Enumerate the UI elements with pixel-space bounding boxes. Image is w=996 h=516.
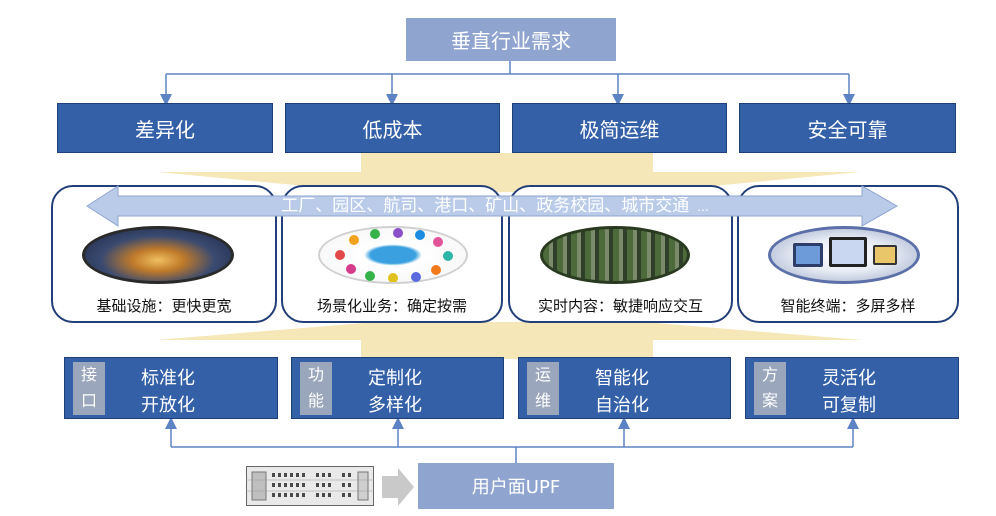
requirement-label: 极简运维 bbox=[579, 117, 660, 142]
requirement-differentiation: 差异化 bbox=[57, 103, 273, 153]
scenario-caption: 实时内容：敏捷响应交互 bbox=[537, 297, 703, 315]
devices-illustration bbox=[793, 237, 897, 267]
industries-banner-label: 工厂、园区、航司、港口、矿山、政务校园、城市交通... bbox=[215, 194, 775, 218]
capability-tag: 方 案 bbox=[754, 362, 786, 415]
requirement-simple-ops: 极简运维 bbox=[512, 103, 727, 153]
capability-tag-char: 功 bbox=[307, 365, 324, 384]
scenario-caption: 智能终端：多屏多样 bbox=[780, 297, 916, 315]
top-tree-lines bbox=[160, 61, 855, 106]
requirement-low-cost: 低成本 bbox=[285, 103, 500, 153]
capability-tag-char: 案 bbox=[761, 391, 778, 410]
app-icons-ring bbox=[335, 228, 453, 283]
capability-line: 多样化 bbox=[368, 395, 422, 416]
capability-tag: 接 口 bbox=[73, 362, 105, 415]
capability-tag-char: 口 bbox=[80, 391, 97, 410]
requirement-label: 差异化 bbox=[135, 117, 195, 142]
capability-tag-char: 运 bbox=[534, 365, 551, 384]
scenario-caption: 场景化业务：确定按需 bbox=[316, 297, 467, 315]
capability-tag-char: 能 bbox=[307, 391, 324, 410]
capability-line: 自治化 bbox=[595, 395, 649, 416]
user-plane-upf-box: 用户面UPF bbox=[418, 463, 614, 509]
video-wall-photo bbox=[540, 226, 690, 284]
requirement-label: 安全可靠 bbox=[807, 117, 888, 142]
industries-banner-text: 工厂、园区、航司、港口、矿山、政务校园、城市交通 bbox=[281, 196, 690, 216]
scenario-caption: 基础设施：更快更宽 bbox=[96, 297, 232, 315]
devices-photo bbox=[768, 226, 920, 284]
requirement-security: 安全可靠 bbox=[739, 103, 956, 153]
capability-interface: 接 口 标准化 开放化 bbox=[64, 357, 278, 419]
device-arrow bbox=[382, 468, 414, 506]
capability-line: 灵活化 bbox=[822, 368, 876, 389]
vertical-industry-demand-box: 垂直行业需求 bbox=[406, 18, 616, 61]
capability-line: 智能化 bbox=[595, 368, 649, 389]
lower-funnel bbox=[156, 322, 862, 340]
capability-tag-char: 接 bbox=[80, 365, 97, 384]
user-plane-upf-label: 用户面UPF bbox=[471, 477, 561, 498]
city-night-photo bbox=[82, 226, 234, 284]
capability-tag: 运 维 bbox=[527, 362, 559, 415]
vertical-industry-demand-label: 垂直行业需求 bbox=[451, 29, 571, 53]
capability-tag-char: 方 bbox=[761, 365, 778, 384]
bottom-tree-lines bbox=[165, 417, 859, 463]
app-icons-ring-photo bbox=[318, 226, 468, 284]
capability-tag-char: 维 bbox=[534, 391, 551, 410]
capability-line: 开放化 bbox=[141, 395, 195, 416]
capability-operations: 运 维 智能化 自治化 bbox=[518, 357, 731, 419]
server-chassis-icon bbox=[246, 466, 374, 506]
capability-line: 标准化 bbox=[141, 368, 195, 389]
capability-line: 定制化 bbox=[368, 368, 422, 389]
capability-function: 功 能 定制化 多样化 bbox=[291, 357, 504, 419]
requirement-label: 低成本 bbox=[362, 117, 423, 142]
capability-tag: 功 能 bbox=[300, 362, 332, 415]
capability-line: 可复制 bbox=[822, 395, 876, 416]
industries-banner-ellipsis: ... bbox=[697, 200, 709, 214]
capability-solution: 方 案 灵活化 可复制 bbox=[745, 357, 959, 419]
